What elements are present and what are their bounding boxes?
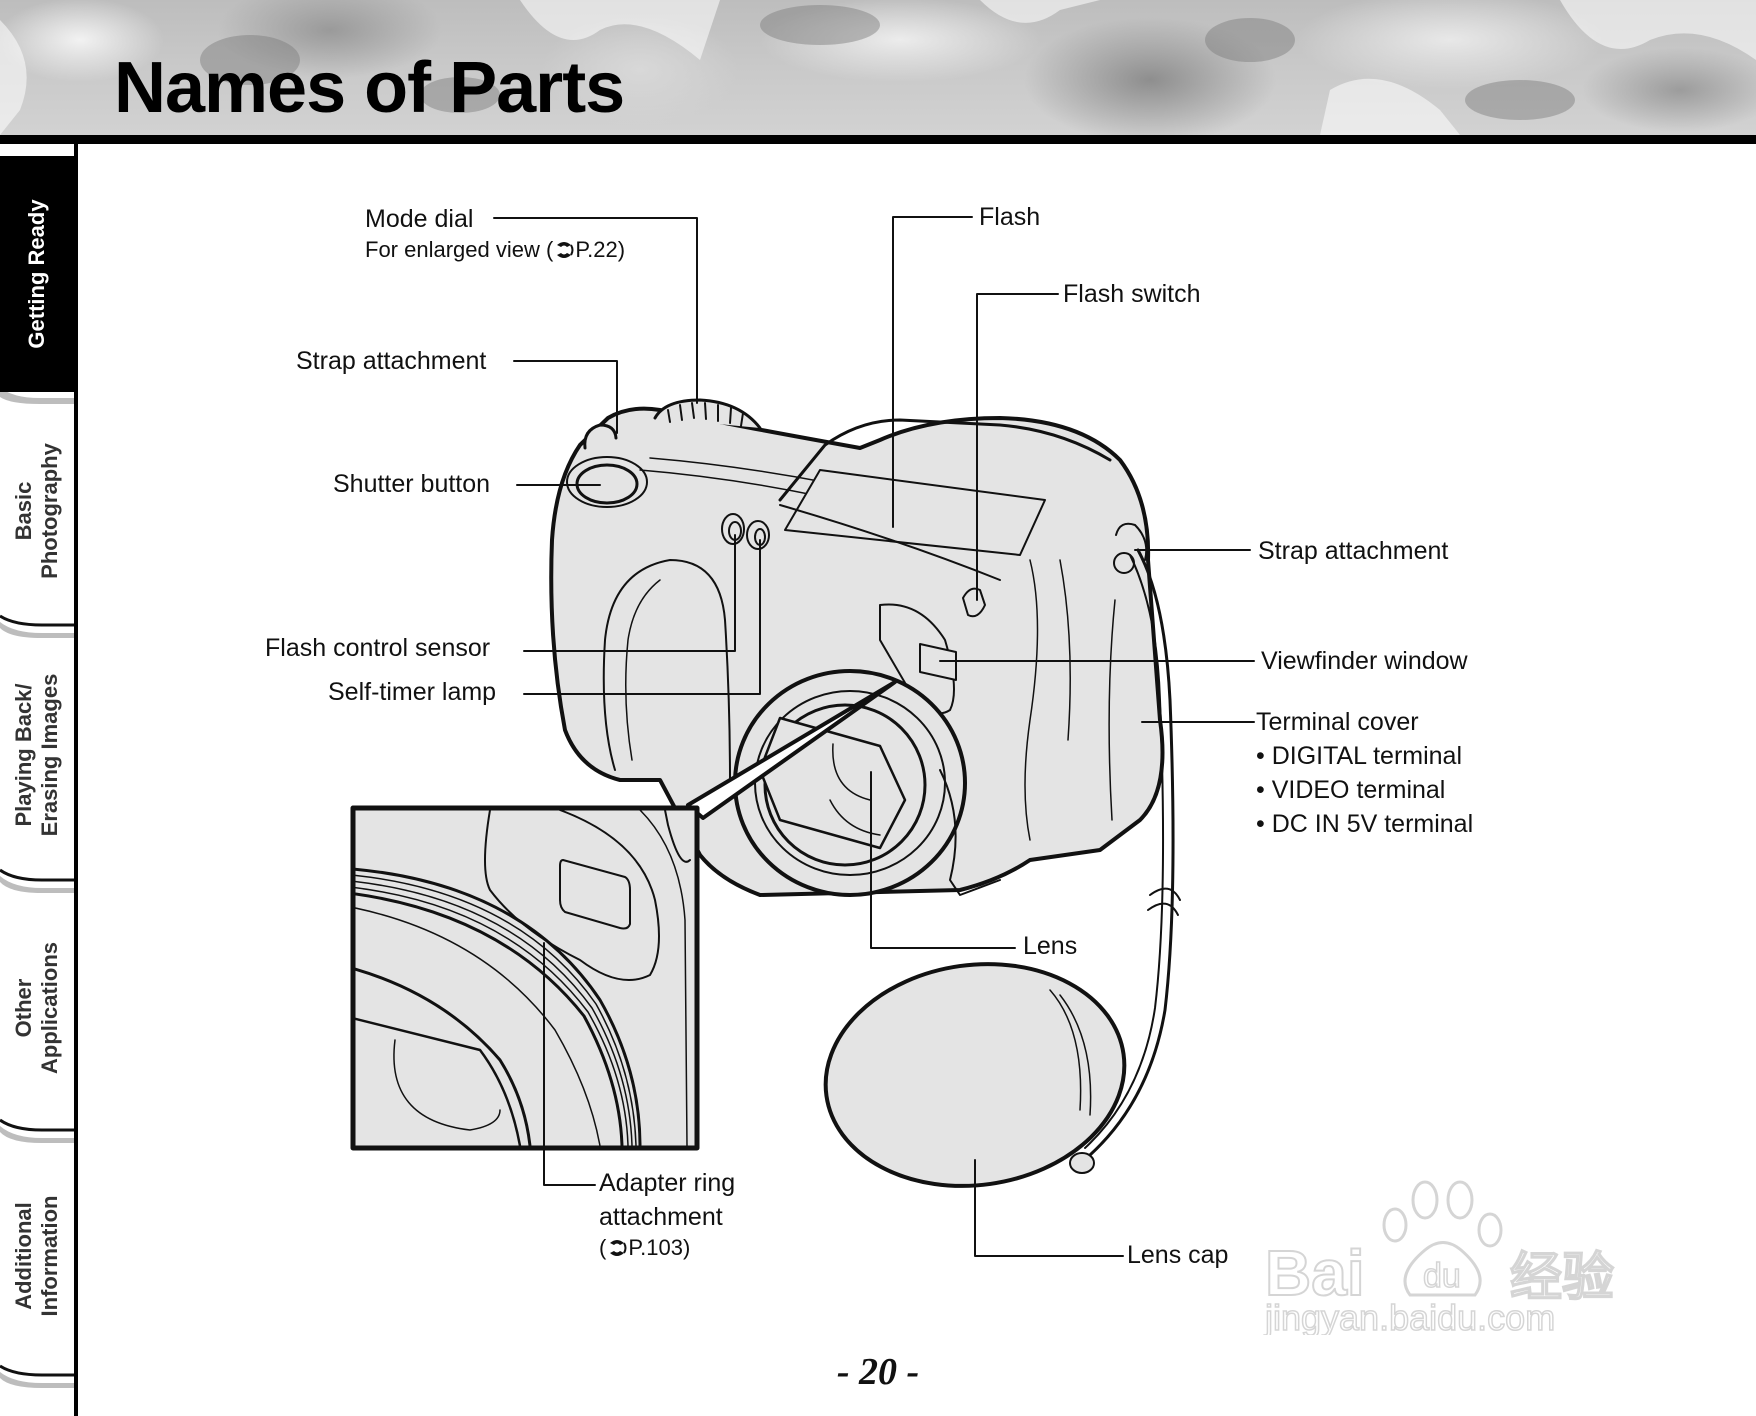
page-reference-icon [610, 1240, 627, 1256]
label-flash: Flash [979, 203, 1041, 231]
tab-divider [0, 1118, 74, 1132]
leader-flash-sensor [523, 534, 736, 652]
label-flash-control-sensor: Flash control sensor [265, 634, 491, 662]
leader-lens-cap [974, 1159, 1124, 1257]
leader-flash-switch [976, 293, 1059, 601]
tab-shadow [0, 622, 74, 638]
label-self-timer-lamp: Self-timer lamp [328, 678, 497, 706]
page-number: - 20 - [836, 1351, 920, 1393]
label-flash-switch: Flash switch [1063, 280, 1201, 308]
leader-adapter-ring [543, 942, 596, 1186]
watermark-paw-text: du [1423, 1257, 1461, 1295]
leader-lens [870, 771, 1016, 949]
label-adapter-ring-line2: attachment [599, 1203, 723, 1231]
label-terminal-digital: • DIGITAL terminal [1256, 742, 1463, 770]
ref-page-link[interactable]: P.103) [628, 1235, 691, 1260]
label-mode-dial-ref: For enlarged view ( P.22) [365, 239, 625, 261]
ref-prefix: For enlarged view ( [365, 237, 554, 262]
leader-self-timer [523, 539, 761, 695]
label-lens: Lens [1023, 932, 1078, 960]
leader-mode-dial [493, 217, 698, 404]
lens-cap [823, 962, 1127, 1188]
tab-divider [0, 614, 74, 627]
label-shutter-button: Shutter button [333, 470, 491, 498]
tab-getting-ready[interactable]: Getting Ready [0, 156, 74, 392]
label-terminal-cover: Terminal cover [1256, 708, 1419, 736]
sidebar-rule [74, 144, 78, 1416]
leader-lines [493, 216, 1255, 1257]
label-mode-dial: Mode dial [365, 205, 474, 233]
tab-shadow [0, 876, 74, 893]
tab-divider [0, 868, 74, 882]
label-lens-cap: Lens cap [1127, 1241, 1229, 1269]
page-title: Names of Parts [114, 48, 625, 128]
page-reference-icon [557, 242, 574, 258]
baidu-logo: Bai du 经验 jingyan.baidu.com [1263, 1180, 1615, 1339]
strap-and-lens-cap [823, 548, 1181, 1188]
ref-page-link[interactable]: P.22) [575, 237, 626, 262]
ref-prefix: ( [599, 1235, 607, 1260]
leader-flash [892, 216, 973, 528]
label-terminal-video: • VIDEO terminal [1256, 776, 1446, 804]
tab-shadow [0, 1372, 74, 1388]
tab-shadow [0, 387, 74, 404]
stone-texture-background [0, 0, 1756, 135]
header-rule [0, 135, 1756, 144]
label-strap-attachment-left: Strap attachment [296, 347, 487, 375]
camera-body [549, 398, 1165, 897]
leader-strap-left [513, 360, 618, 434]
tab-divider [0, 1364, 74, 1377]
label-adapter-ring-ref: ( P.103) [599, 1237, 690, 1259]
watermark-cn: 经验 [1510, 1248, 1614, 1308]
baidu-watermark: Bai du 经验 jingyan.baidu.com [1245, 1155, 1665, 1340]
label-adapter-ring-line1: Adapter ring [599, 1169, 736, 1197]
page-header: Names of Parts [0, 0, 1756, 135]
tab-shadow [0, 1126, 74, 1143]
watermark-brand: Bai [1265, 1237, 1365, 1309]
label-terminal-dc-in: • DC IN 5V terminal [1256, 810, 1474, 838]
watermark-url: jingyan.baidu.com [1264, 1297, 1555, 1335]
inset-enlarged-view [350, 805, 700, 1151]
label-viewfinder-window: Viewfinder window [1261, 647, 1468, 675]
label-strap-attachment-right: Strap attachment [1258, 537, 1449, 565]
